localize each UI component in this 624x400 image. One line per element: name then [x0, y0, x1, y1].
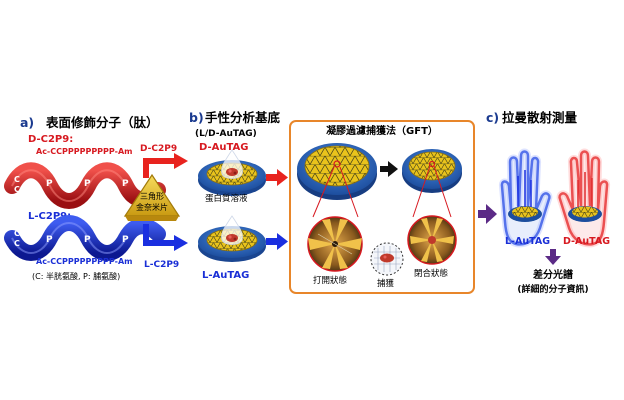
panel-a-letter: a) — [20, 115, 34, 130]
gft-title: 凝膠過濾捕獲法（GFT） — [326, 124, 438, 137]
d-autag-disk — [198, 149, 266, 196]
panel-c: c) 拉曼散射測量 L-AuTAG D-AuTAG — [486, 110, 610, 295]
helix-p-label: P — [46, 235, 53, 245]
open-state-zoom — [307, 216, 363, 272]
d-helix: C C P P P — [4, 162, 166, 209]
panel-c-letter: c) — [486, 110, 499, 125]
panel-c-title: 拉曼散射測量 — [502, 110, 578, 125]
left-hand-blue — [498, 148, 553, 248]
gft-open-disk — [297, 143, 377, 200]
amino-acid-footnote: (C: 半胱氨酸, P: 脯氨酸) — [32, 271, 120, 281]
helix-c-label: C — [14, 239, 20, 248]
l-c2p9-sequence: Ac-CCPPPPPPPPP-Am — [36, 257, 132, 266]
d-arrow: D-C2P9 — [140, 144, 188, 178]
raman-down-arrow — [545, 249, 561, 265]
gold-triangle-nanoplate: 三角形 金奈米片 — [123, 173, 181, 221]
panel-a: a) 表面修飾分子（肽） D-C2P9: Ac-CCPPPPPPPPP-Am C… — [4, 115, 188, 281]
gft-closed-disk — [402, 149, 462, 193]
helix-c-label: C — [14, 185, 20, 194]
zoom-line — [412, 165, 431, 218]
zoom-line — [433, 165, 452, 218]
closed-state-zoom — [407, 215, 457, 265]
helix-p-label: P — [46, 179, 53, 189]
panel-b-letter: b) — [189, 110, 204, 125]
d-c2p9-sequence: Ac-CCPPPPPPPPP-Am — [36, 147, 132, 156]
protein-solution-label: 蛋白質溶液 — [205, 193, 248, 204]
raman-d-autag-label: D-AuTAG — [563, 236, 610, 247]
panel-b: b) 手性分析基底 (L/D-AuTAG) D-AuTAG 蛋白質溶液 L-Au… — [189, 110, 475, 294]
helix-c-label: C — [14, 175, 20, 184]
l-helix: C C P P P — [4, 215, 166, 261]
d-autag-label: D-AuTAG — [199, 142, 249, 153]
arrow-l-label: L-C2P9 — [144, 260, 179, 270]
difference-spectrum-note: (詳細的分子資訊) — [517, 283, 588, 295]
capture-label: 捕獲 — [377, 278, 395, 289]
open-state-label: 打開狀態 — [313, 275, 347, 286]
helix-p-label: P — [122, 179, 129, 189]
difference-spectrum-label: 差分光譜 — [533, 268, 573, 281]
closed-state-label: 閉合狀態 — [414, 268, 448, 279]
panel-b-title: 手性分析基底 — [205, 110, 281, 125]
helix-p-label: P — [84, 235, 91, 245]
arrow-d-to-gft — [266, 169, 288, 186]
d-c2p9-name: D-C2P9: — [28, 134, 73, 145]
panel-b-subtitle: (L/D-AuTAG) — [195, 129, 257, 139]
helix-p-label: P — [122, 235, 129, 245]
helix-c-label: C — [14, 229, 20, 238]
raman-l-autag-label: L-AuTAG — [505, 236, 550, 247]
helix-p-label: P — [84, 179, 91, 189]
zoom-line — [312, 166, 335, 218]
l-arrow: L-C2P9 — [143, 224, 188, 270]
panel-a-title: 表面修飾分子（肽） — [45, 115, 159, 130]
triangle-label-line1: 三角形 — [140, 191, 164, 201]
open-to-closed-arrow — [380, 161, 398, 177]
triangle-label-line2: 金奈米片 — [136, 202, 168, 212]
arrow-gft-to-raman — [478, 204, 497, 224]
arrow-d-label: D-C2P9 — [140, 144, 177, 154]
l-c2p9-name: L-C2P9: — [28, 211, 71, 222]
capture-zoom — [370, 242, 404, 276]
l-autag-disk — [198, 215, 266, 262]
right-hand-red — [556, 148, 611, 248]
zoom-line — [339, 166, 359, 218]
arrow-l-to-gft — [266, 233, 288, 250]
l-autag-label: L-AuTAG — [202, 270, 249, 281]
